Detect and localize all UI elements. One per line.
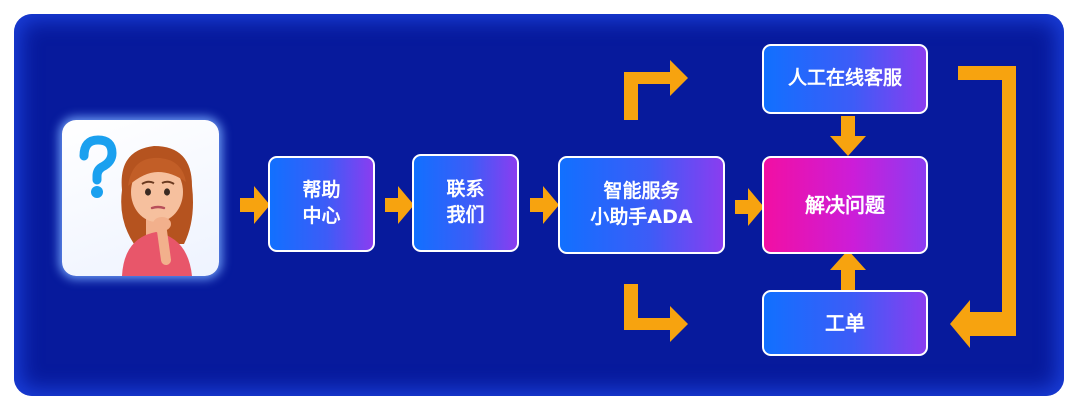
smart-assistant-line1: 智能服务 [603, 180, 680, 203]
live-agent-button[interactable]: 人工在线客服 [762, 44, 928, 114]
ticket-button[interactable]: 工单 [762, 290, 928, 356]
question-mark-icon [79, 135, 117, 198]
smart-assistant-button[interactable]: 智能服务 小助手ADA [558, 156, 725, 254]
ticket-label: 工单 [825, 310, 865, 335]
arrow-loop-live-agent-to-ticket [950, 66, 1016, 348]
resolve-issue-label: 解决问题 [805, 192, 885, 217]
contact-us-button[interactable]: 联系 我们 [412, 154, 519, 252]
help-center-line1: 帮助 [302, 179, 341, 202]
arrow-elbow-to-live-agent [624, 60, 688, 120]
contact-us-line1: 联系 [446, 178, 485, 201]
arrow-elbow-to-ticket [624, 284, 688, 342]
arrow-to-contact-us [385, 186, 414, 224]
user-illustration-card [62, 120, 219, 276]
contact-us-line2: 我们 [446, 204, 485, 226]
arrow-live-agent-down [830, 116, 866, 156]
resolve-issue-box[interactable]: 解决问题 [762, 156, 928, 254]
help-center-button[interactable]: 帮助 中心 [268, 156, 375, 252]
arrow-to-assistant [530, 186, 559, 224]
arrow-to-help-center [240, 186, 270, 224]
live-agent-label: 人工在线客服 [787, 67, 902, 90]
confused-woman-illustration [79, 135, 193, 276]
smart-assistant-line2: 小助手ADA [590, 206, 693, 228]
arrow-to-resolve [735, 188, 764, 226]
help-center-line2: 中心 [302, 205, 341, 227]
arrow-ticket-up [830, 250, 866, 290]
